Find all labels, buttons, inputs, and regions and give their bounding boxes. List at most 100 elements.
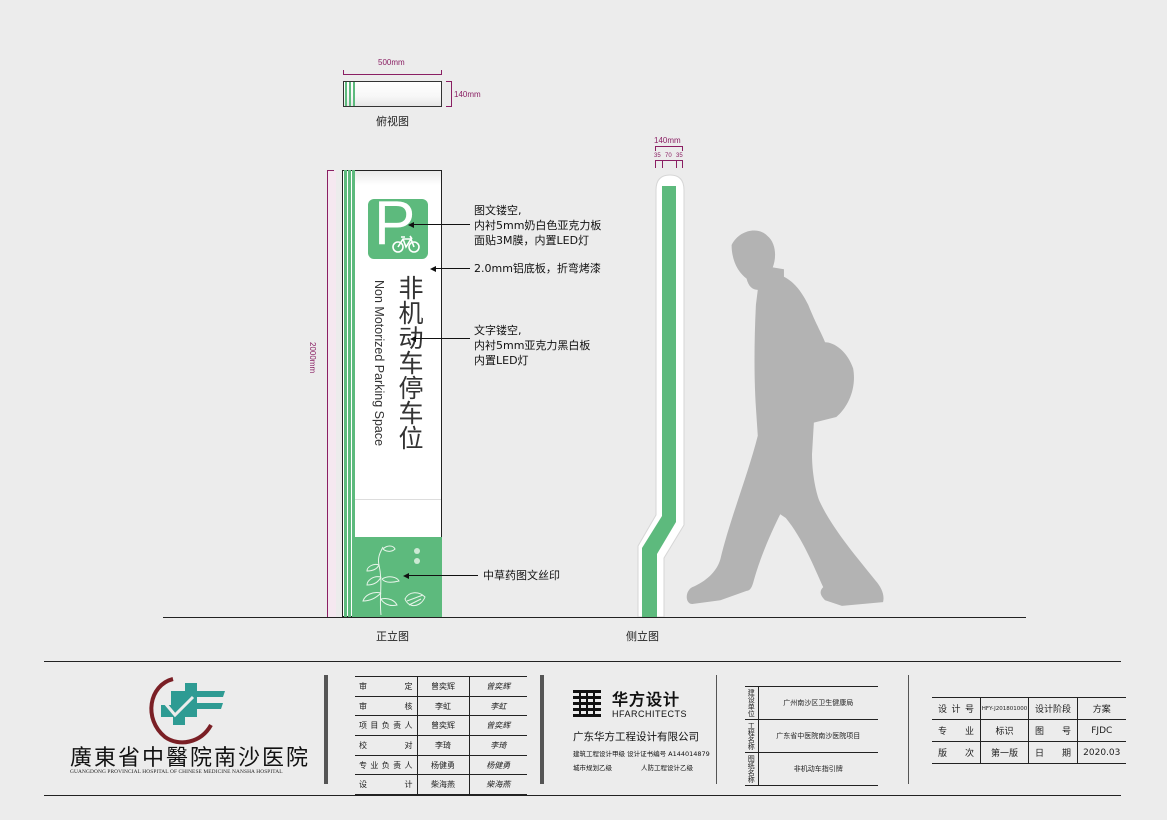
sign-title-english: Non Motorized Parking Space bbox=[372, 280, 386, 447]
callout-icon-material: 图文镂空, 内衬5mm奶白色亚克力板 面贴3M膜，内置LED灯 bbox=[474, 203, 601, 248]
role-label: 项目负责人 bbox=[355, 715, 417, 737]
meta-value: 方案 bbox=[1077, 697, 1126, 720]
meta-value: HFY-J201801000 bbox=[980, 697, 1029, 720]
callout-herbal-print: 中草药图文丝印 bbox=[483, 568, 560, 583]
meta-value: 2020.03 bbox=[1077, 741, 1126, 764]
green-stripe bbox=[349, 82, 351, 106]
top-view-width-label: 500mm bbox=[378, 58, 405, 67]
project-field-label: 图纸名称 bbox=[745, 752, 759, 786]
callout-leader bbox=[413, 224, 470, 225]
role-label: 专业负责人 bbox=[355, 754, 417, 776]
role-label: 审 定 bbox=[355, 676, 417, 697]
designer-qualification-left: 城市规划乙级 bbox=[573, 764, 612, 772]
meta-label: 设计阶段 bbox=[1028, 697, 1078, 720]
designer-certificate-line: 建筑工程设计甲级 设计证书编号 A144014879 bbox=[573, 750, 710, 758]
callout-line-text: 内置LED灯 bbox=[474, 354, 529, 367]
signature-row: 校 对 李琦 李琦 bbox=[355, 735, 527, 756]
side-segment-label: 70 bbox=[665, 153, 672, 159]
hospital-name-chinese: 廣東省中醫院南沙医院 bbox=[70, 746, 311, 771]
callout-line-text: 内衬5mm奶白色亚克力板 bbox=[474, 219, 602, 232]
signature-row: 设 计 柴海燕 柴海燕 bbox=[355, 774, 527, 796]
signature-row: 专业负责人 杨健勇 杨健勇 bbox=[355, 754, 527, 776]
callout-arrow-icon bbox=[403, 573, 409, 579]
handwritten-signature: 曾奕辉 bbox=[468, 676, 527, 697]
title-block-divider bbox=[908, 675, 909, 784]
green-stripe bbox=[345, 82, 347, 106]
side-profile-sign bbox=[637, 174, 685, 618]
ground-line bbox=[163, 617, 1026, 618]
callout-leader bbox=[436, 268, 470, 269]
callout-base-material: 2.0mm铝底板，折弯烤漆 bbox=[474, 261, 601, 276]
dimension-tick bbox=[446, 81, 452, 82]
signature-row: 审 定 曾奕辉 曾奕辉 bbox=[355, 676, 527, 697]
front-view-label: 正立图 bbox=[376, 630, 409, 643]
meta-label: 专 业 bbox=[932, 719, 981, 742]
signature-row: 项目负责人 曾奕辉 曾奕辉 bbox=[355, 715, 527, 737]
front-height-label: 2000mm bbox=[308, 342, 317, 374]
green-stripe bbox=[344, 170, 347, 617]
role-label: 审 核 bbox=[355, 695, 417, 717]
callout-leader bbox=[415, 338, 470, 339]
front-height-dimension-line bbox=[327, 170, 328, 617]
callout-text-material: 文字镂空, 内衬5mm亚克力黑白板 内置LED灯 bbox=[474, 323, 590, 368]
dimension-line bbox=[655, 160, 683, 161]
top-view-outline bbox=[343, 81, 442, 107]
project-field-value: 非机动车指引牌 bbox=[758, 752, 878, 786]
meta-label: 图 号 bbox=[1028, 719, 1078, 742]
title-block-bottom-border bbox=[44, 795, 1121, 796]
meta-row: 版 次 第一版 日 期 2020.03 bbox=[932, 741, 1126, 764]
person-name: 杨健勇 bbox=[416, 754, 469, 776]
herbal-print-panel bbox=[353, 537, 442, 617]
side-segment-label: 35 bbox=[654, 153, 661, 159]
meta-label: 日 期 bbox=[1028, 741, 1078, 764]
title-block-top-border bbox=[44, 661, 1121, 662]
sign-title-chinese: 非机动车停车位 bbox=[395, 275, 424, 450]
dimension-tick bbox=[343, 70, 344, 75]
meta-value: 第一版 bbox=[980, 741, 1029, 764]
herb-illustration-icon bbox=[362, 545, 426, 616]
meta-row: 专 业 标识 图 号 FJDC bbox=[932, 719, 1126, 742]
person-name: 曾奕辉 bbox=[416, 676, 469, 697]
handwritten-signature: 杨健勇 bbox=[468, 754, 527, 776]
meta-row: 设 计 号 HFY-J201801000 设计阶段 方案 bbox=[932, 697, 1126, 720]
side-segment-label: 35 bbox=[676, 153, 683, 159]
green-stripe bbox=[348, 170, 351, 617]
handwritten-signature: 李琦 bbox=[468, 735, 527, 756]
dimension-tick bbox=[327, 170, 334, 171]
title-block-divider bbox=[540, 675, 544, 784]
handwritten-signature: 柴海燕 bbox=[468, 774, 527, 796]
bicycle-icon bbox=[392, 235, 420, 253]
callout-line-text: 2.0mm铝底板，折弯烤漆 bbox=[474, 262, 601, 275]
hospital-logo-icon bbox=[149, 677, 225, 745]
pedestrian-silhouette-icon bbox=[686, 230, 884, 606]
handwritten-signature: 李虹 bbox=[468, 695, 527, 717]
designer-company-name: 广东华方工程设计有限公司 bbox=[573, 731, 699, 743]
panel-seam bbox=[355, 499, 441, 500]
green-stripe bbox=[352, 170, 355, 617]
dimension-tick bbox=[662, 160, 663, 168]
top-view-label: 俯视图 bbox=[376, 115, 409, 128]
callout-line-text: 图文镂空, bbox=[474, 204, 522, 217]
title-block-divider bbox=[324, 675, 328, 784]
callout-line-text: 文字镂空, bbox=[474, 324, 522, 337]
dimension-line bbox=[451, 81, 452, 107]
approval-signature-table: 审 定 曾奕辉 曾奕辉 审 核 李虹 李虹 项目负责人 曾奕辉 曾奕辉 校 对 … bbox=[355, 676, 527, 796]
side-view-label: 侧立图 bbox=[626, 630, 659, 643]
callout-arrow-icon bbox=[408, 222, 414, 228]
project-row: 建设单位 广州南沙区卫生健康局 bbox=[745, 686, 878, 720]
dimension-tick bbox=[682, 146, 683, 151]
dimension-tick bbox=[655, 146, 656, 151]
meta-value: FJDC bbox=[1077, 719, 1126, 742]
project-field-value: 广州南沙区卫生健康局 bbox=[758, 686, 878, 720]
dimension-tick bbox=[682, 160, 683, 168]
person-name: 李虹 bbox=[416, 695, 469, 717]
dimension-tick bbox=[676, 160, 677, 168]
side-depth-label: 140mm bbox=[654, 136, 681, 145]
panel-shading bbox=[353, 171, 441, 185]
dimension-tick bbox=[446, 106, 452, 107]
designer-brand-chinese: 华方设计 bbox=[612, 690, 681, 709]
designer-brand-english: HFARCHITECTS bbox=[612, 709, 688, 719]
callout-leader bbox=[408, 575, 478, 576]
parking-icon: P bbox=[368, 193, 428, 259]
person-name: 李琦 bbox=[416, 735, 469, 756]
